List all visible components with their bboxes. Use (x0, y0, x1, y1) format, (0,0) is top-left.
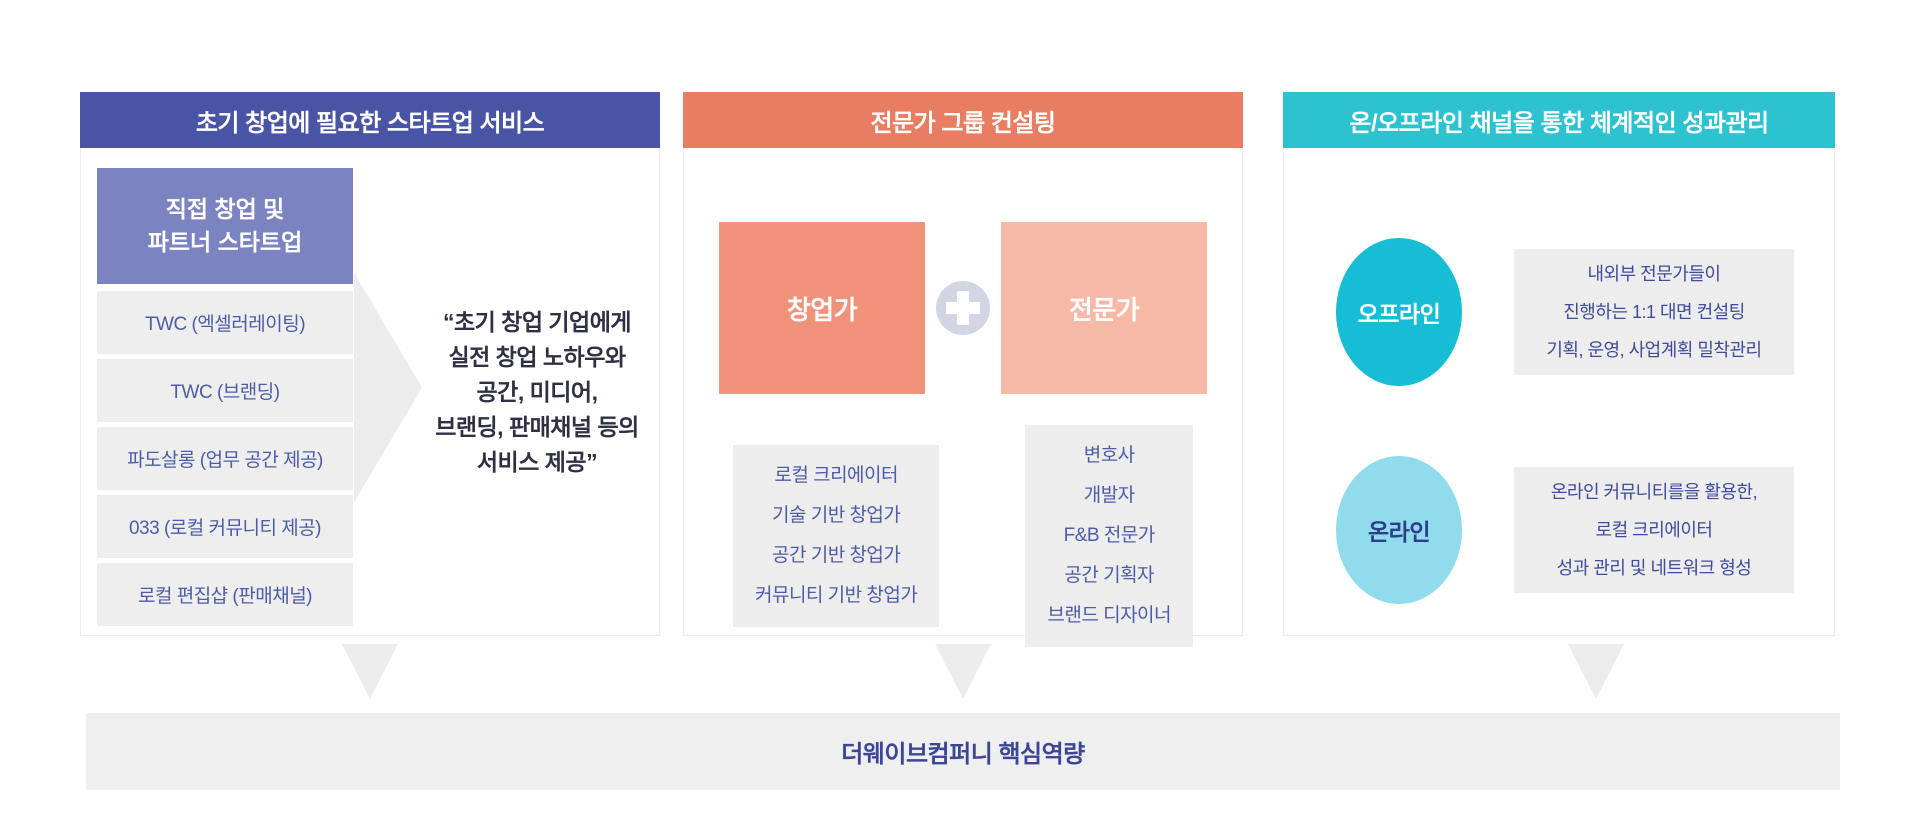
consulting-lists-row: 로컬 크리에이터 기술 기반 창업가 공간 기반 창업가 커뮤니티 기반 창업가… (732, 425, 1194, 647)
description-line: 진행하는 1:1 대면 컨설팅 (1563, 302, 1745, 322)
list-item: F&B 전문가 (1063, 525, 1156, 546)
quote-line: 공간, 미디어, (476, 379, 598, 405)
description-line: 온라인 커뮤니티를을 활용한, (1550, 482, 1758, 502)
list-item: 공간 기획자 (1064, 565, 1155, 586)
quote-line: 브랜딩, 판매채널 등의 (435, 414, 639, 440)
list-item: 커뮤니티 기반 창업가 (754, 585, 918, 606)
panel-startup-content: 직접 창업 및 파트너 스타트업 TWC (엑셀러레이팅) TWC (브랜딩) … (81, 148, 659, 635)
panel-consulting-content: 창업가 전문가 로컬 크리에이터 기술 기반 창업가 공간 기반 창업가 커뮤니… (684, 148, 1242, 647)
lead-box-line: 직접 창업 및 (165, 196, 285, 222)
expert-box: 전문가 (1001, 222, 1207, 394)
lead-box-direct-founding: 직접 창업 및 파트너 스타트업 (97, 168, 353, 284)
quote-line: 서비스 제공” (476, 449, 598, 475)
expert-types-box: 변호사 개발자 F&B 전문가 공간 기획자 브랜드 디자이너 (1025, 425, 1194, 647)
list-item: 033 (로컬 커뮤니티 제공) (97, 495, 353, 558)
panel-startup-title: 초기 창업에 필요한 스타트업 서비스 (80, 92, 660, 148)
list-item: 로컬 편집샵 (판매채널) (97, 563, 353, 626)
online-description-box: 온라인 커뮤니티를을 활용한, 로컬 크리에이터 성과 관리 및 네트워크 형성 (1514, 467, 1794, 593)
online-row: 온라인 온라인 커뮤니티를을 활용한, 로컬 크리에이터 성과 관리 및 네트워… (1336, 456, 1834, 604)
panel-performance-content: 오프라인 내외부 전문가들이 진행하는 1:1 대면 컨설팅 기획, 운영, 사… (1284, 148, 1834, 604)
list-item: 로컬 크리에이터 (774, 465, 898, 486)
list-item: 변호사 (1083, 445, 1135, 466)
plus-icon (936, 281, 990, 335)
service-quote: “초기 창업 기업에게 실전 창업 노하우와 공간, 미디어, 브랜딩, 판매채… (423, 168, 659, 635)
online-circle: 온라인 (1336, 456, 1462, 604)
offline-description-box: 내외부 전문가들이 진행하는 1:1 대면 컨설팅 기획, 운영, 사업계획 밀… (1514, 249, 1794, 375)
list-item: 브랜드 디자이너 (1047, 605, 1172, 626)
list-item: 파도살롱 (업무 공간 제공) (97, 427, 353, 490)
founder-plus-expert-row: 창업가 전문가 (719, 222, 1207, 394)
core-competency-bar: 더웨이브컴퍼니 핵심역량 (86, 713, 1840, 790)
description-line: 로컬 크리에이터 (1595, 520, 1713, 540)
founder-types-box: 로컬 크리에이터 기술 기반 창업가 공간 기반 창업가 커뮤니티 기반 창업가 (732, 445, 940, 627)
founder-box: 창업가 (719, 222, 925, 394)
description-line: 내외부 전문가들이 (1587, 264, 1721, 284)
down-arrow-icon (342, 644, 398, 699)
offline-row: 오프라인 내외부 전문가들이 진행하는 1:1 대면 컨설팅 기획, 운영, 사… (1336, 238, 1834, 386)
list-item: TWC (엑셀러레이팅) (97, 291, 353, 354)
core-competency-label: 더웨이브컴퍼니 핵심역량 (841, 741, 1085, 768)
list-item: 기술 기반 창업가 (771, 505, 901, 526)
down-arrow-icon (1568, 644, 1624, 699)
list-item: 개발자 (1083, 485, 1135, 506)
panel-consulting-title: 전문가 그룹 컨설팅 (683, 92, 1243, 148)
panel-expert-consulting: 전문가 그룹 컨설팅 창업가 전문가 로컬 크리에이터 기술 기반 창업가 공간… (683, 92, 1243, 647)
down-arrow-icon (935, 644, 991, 699)
quote-line: 실전 창업 노하우와 (448, 344, 626, 370)
lead-box-line: 파트너 스타트업 (147, 229, 303, 255)
quote-line: “초기 창업 기업에게 (442, 309, 632, 335)
panel-performance-title: 온/오프라인 채널을 통한 체계적인 성과관리 (1283, 92, 1835, 148)
panel-performance-management: 온/오프라인 채널을 통한 체계적인 성과관리 오프라인 내외부 전문가들이 진… (1283, 92, 1835, 636)
description-line: 성과 관리 및 네트워크 형성 (1556, 558, 1752, 578)
list-item: 공간 기반 창업가 (771, 545, 901, 566)
arrow-column (353, 168, 423, 635)
list-item: TWC (브랜딩) (97, 359, 353, 422)
right-arrow-icon (354, 272, 422, 503)
description-line: 기획, 운영, 사업계획 밀착관리 (1546, 340, 1762, 360)
offline-circle: 오프라인 (1336, 238, 1462, 386)
startup-service-list: 직접 창업 및 파트너 스타트업 TWC (엑셀러레이팅) TWC (브랜딩) … (97, 168, 353, 635)
panel-startup-services: 초기 창업에 필요한 스타트업 서비스 직접 창업 및 파트너 스타트업 TWC… (80, 92, 660, 636)
